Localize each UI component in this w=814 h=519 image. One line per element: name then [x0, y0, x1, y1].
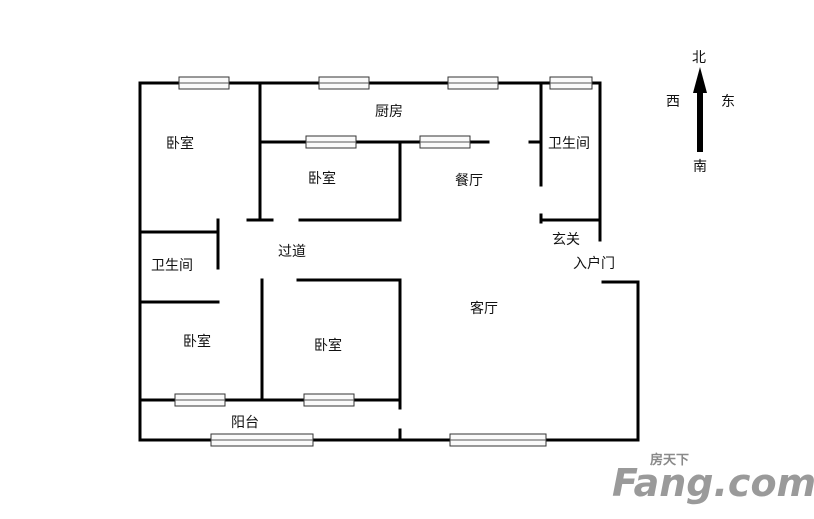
label-dining: 餐厅 [455, 173, 483, 189]
label-bedroom-sw: 卧室 [183, 333, 211, 350]
label-corridor: 过道 [278, 244, 306, 260]
window-top-4 [549, 76, 593, 90]
compass-south-label: 南 [693, 159, 707, 175]
window-balcony [210, 433, 314, 447]
label-bedroom-s: 卧室 [314, 337, 342, 354]
label-bath-w: 卫生间 [151, 258, 193, 274]
compass: 北 西 东 南 [666, 50, 735, 175]
window-top-2 [318, 76, 370, 90]
window-living [449, 433, 547, 447]
label-kitchen: 厨房 [375, 104, 403, 120]
compass-west-label: 西 [666, 94, 680, 110]
windows [174, 76, 593, 447]
label-bedroom-nw: 卧室 [166, 135, 194, 152]
window-bedroom-s [303, 393, 355, 407]
label-foyer: 玄关 [552, 231, 580, 248]
label-living: 客厅 [470, 300, 498, 317]
label-balcony: 阳台 [231, 415, 259, 431]
compass-east-label: 东 [721, 94, 735, 110]
watermark-en: Fang.com [612, 461, 814, 505]
label-bedroom-center: 卧室 [308, 170, 336, 187]
label-bath-ne: 卫生间 [548, 136, 590, 152]
label-entry-door: 入户门 [573, 255, 615, 272]
window-bedroom-sw [174, 393, 226, 407]
compass-north-label: 北 [692, 50, 706, 66]
watermark: 房天下 Fang.com [612, 452, 814, 505]
room-labels: 厨房 卧室 卧室 餐厅 卫生间 玄关 入户门 过道 卫生间 卧室 卧室 客厅 阳… [151, 104, 615, 431]
window-bedroom-center [305, 135, 357, 149]
window-top-3 [447, 76, 499, 90]
watermark-cn: 房天下 [650, 452, 689, 468]
window-top-1 [178, 76, 230, 90]
window-dining [419, 135, 471, 149]
north-arrow-icon [693, 67, 707, 152]
